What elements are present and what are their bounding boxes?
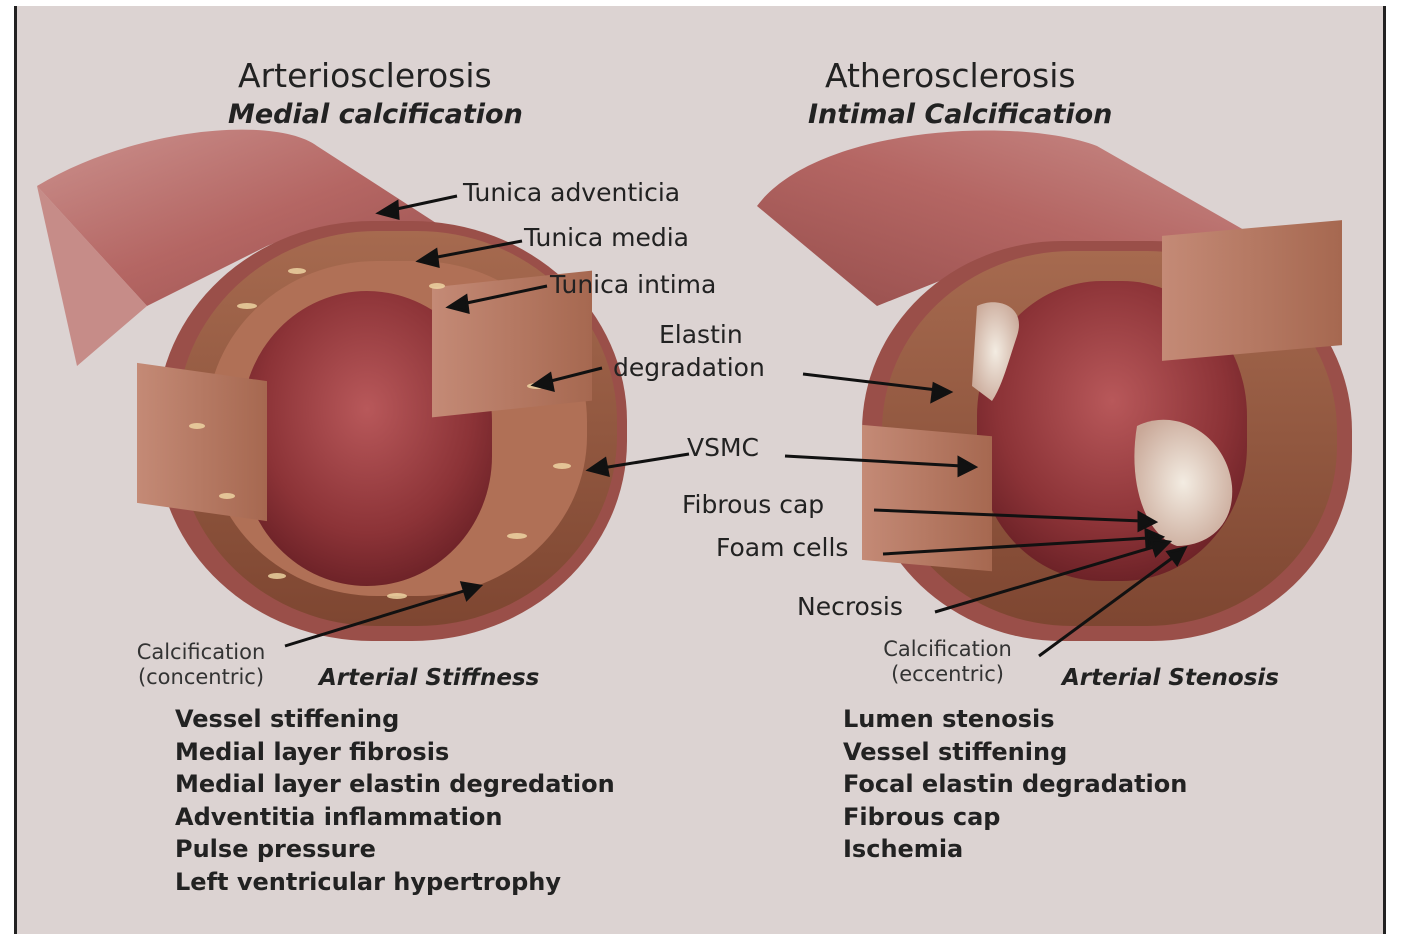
list-item: Vessel stiffening bbox=[175, 703, 615, 736]
list-item: Left ventricular hypertrophy bbox=[175, 866, 615, 899]
list-item: Pulse pressure bbox=[175, 833, 615, 866]
list-item: Lumen stenosis bbox=[843, 703, 1187, 736]
label-foam-cells: Foam cells bbox=[716, 533, 848, 562]
list-item: Adventitia inflammation bbox=[175, 801, 615, 834]
label-tunica-adventicia: Tunica adventicia bbox=[463, 178, 680, 207]
right-subtitle: Intimal Calcification bbox=[808, 99, 1112, 130]
right-title: Atherosclerosis bbox=[825, 56, 1076, 95]
right-vessel bbox=[757, 130, 1352, 641]
right-caption: Arterial Stenosis bbox=[1062, 665, 1279, 691]
label-vsmc: VSMC bbox=[687, 433, 759, 462]
label-tunica-media: Tunica media bbox=[524, 223, 689, 252]
right-effects-list: Lumen stenosis Vessel stiffening Focal e… bbox=[843, 703, 1187, 866]
diagram-frame: Arteriosclerosis Medial calcification At… bbox=[14, 6, 1386, 934]
list-item: Fibrous cap bbox=[843, 801, 1187, 834]
label-fibrous-cap: Fibrous cap bbox=[682, 490, 824, 519]
list-item: Focal elastin degradation bbox=[843, 768, 1187, 801]
left-effects-list: Vessel stiffening Medial layer fibrosis … bbox=[175, 703, 615, 898]
label-tunica-intima: Tunica intima bbox=[550, 270, 716, 299]
label-elastin-line1: Elastin bbox=[659, 320, 743, 349]
list-item: Medial layer elastin degredation bbox=[175, 768, 615, 801]
list-item: Medial layer fibrosis bbox=[175, 736, 615, 769]
list-item: Ischemia bbox=[843, 833, 1187, 866]
label-calcification-eccentric: Calcification (eccentric) bbox=[860, 637, 1035, 687]
label-elastin-line2: degradation bbox=[613, 353, 765, 382]
left-subtitle: Medial calcification bbox=[228, 99, 523, 130]
list-item: Vessel stiffening bbox=[843, 736, 1187, 769]
label-calcification-concentric: Calcification (concentric) bbox=[115, 640, 287, 690]
left-caption: Arterial Stiffness bbox=[319, 665, 539, 691]
left-title: Arteriosclerosis bbox=[238, 56, 492, 95]
label-necrosis: Necrosis bbox=[797, 592, 903, 621]
